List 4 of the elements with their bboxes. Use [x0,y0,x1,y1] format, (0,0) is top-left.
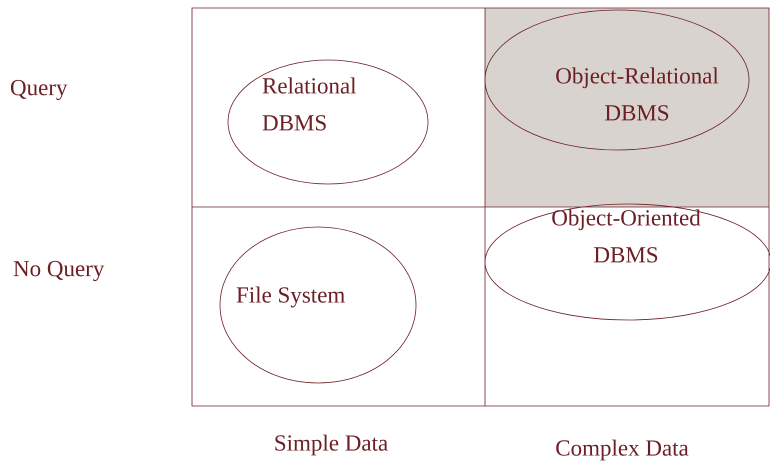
axis-label: No Query [14,260,104,282]
axis-label: Complex Data [556,440,688,460]
axis-label: Query [10,80,68,100]
axis-label: Simple Data [275,434,388,456]
